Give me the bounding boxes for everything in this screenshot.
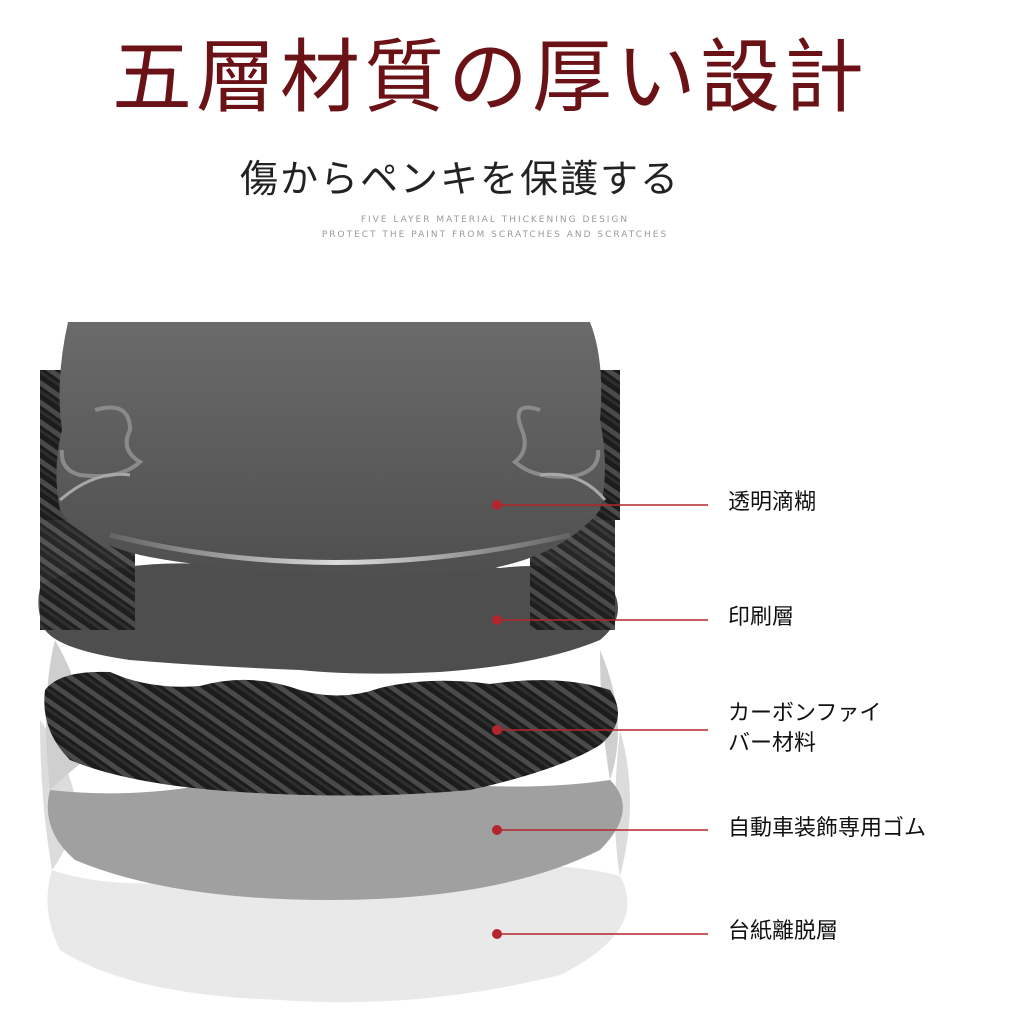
pointer-glue xyxy=(492,500,708,510)
page-title: 五層材質の厚い設計 xyxy=(112,31,868,124)
label-backing-paper: 台紙離脱層 xyxy=(728,919,839,944)
page-subtitle: 傷からペンキを保護する xyxy=(239,157,680,201)
label-printing-layer: 印刷層 xyxy=(728,605,795,630)
label-rubber-layer: 自動車装飾専用ゴム xyxy=(728,816,927,841)
english-caption-line-1: FIVE LAYER MATERIAL THICKENING DESIGN xyxy=(360,215,630,225)
label-carbon-fiber-line-2: バー材料 xyxy=(728,731,817,756)
printing-layer xyxy=(38,563,619,674)
backing-paper-layer xyxy=(47,865,628,1003)
carbon-fiber-layer xyxy=(44,671,619,796)
pointer-carbon xyxy=(492,725,708,735)
label-carbon-fiber-line-1: カーボンファイ xyxy=(728,701,882,726)
pointer-rubber xyxy=(492,825,708,835)
english-caption-line-2: PROTECT THE PAINT FROM SCRATCHES AND SCR… xyxy=(321,230,669,240)
label-transparent-glue: 透明滴糊 xyxy=(728,490,817,515)
transparent-glue-layer xyxy=(56,322,605,576)
rubber-layer xyxy=(47,775,623,900)
pointer-printing xyxy=(492,615,708,625)
pointer-backing xyxy=(492,929,708,939)
